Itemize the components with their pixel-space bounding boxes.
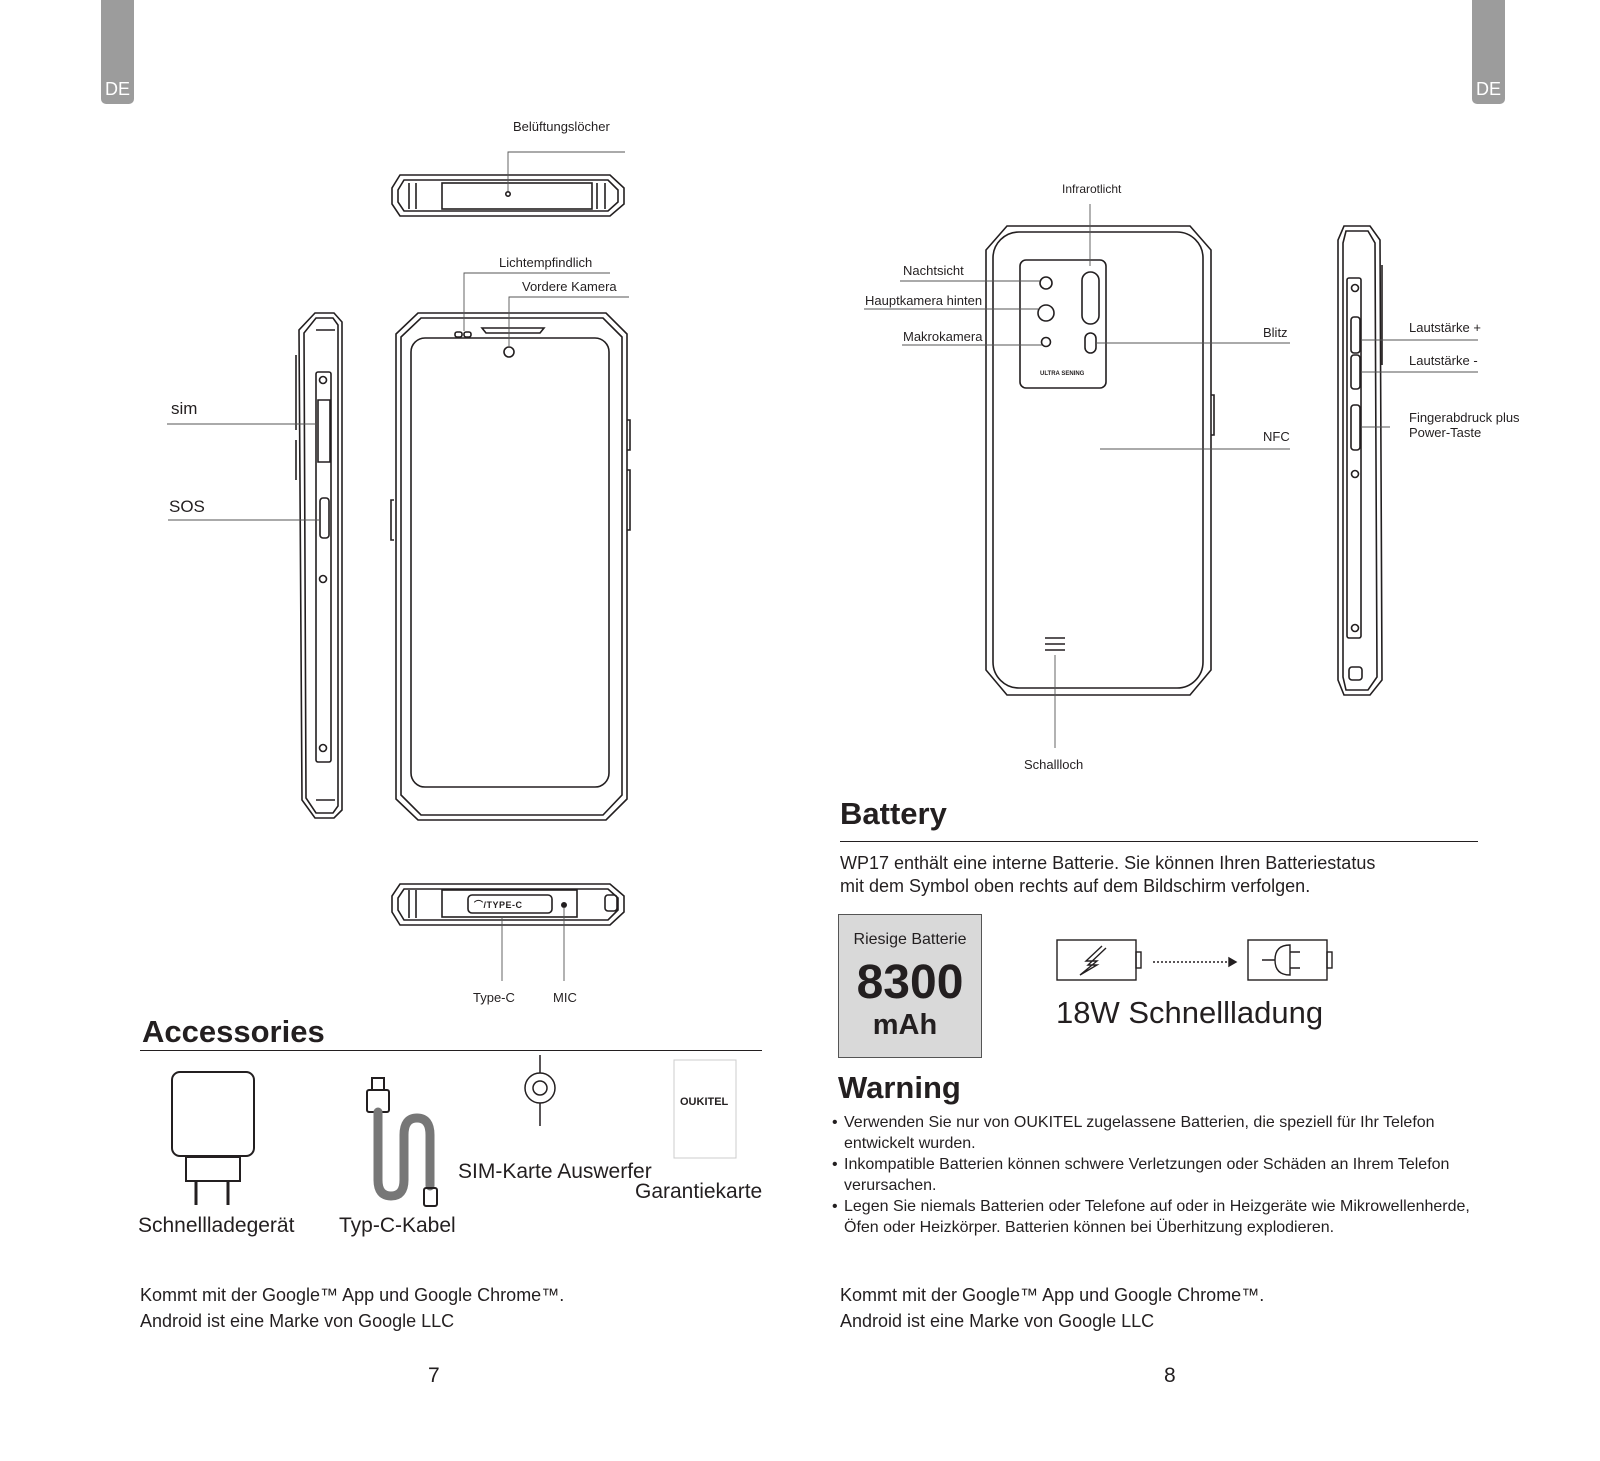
- label-mic: MIC: [553, 990, 577, 1005]
- footer-trademark-7: Kommt mit der Google™ App und Google Chr…: [140, 1284, 564, 1333]
- phone-front-view: [390, 312, 631, 821]
- label-night-vision: Nachtsicht: [903, 263, 964, 278]
- footer-line-1: Kommt mit der Google™ App und Google Chr…: [140, 1285, 565, 1305]
- label-warranty: Garantiekarte: [635, 1180, 763, 1203]
- battery-rule: [840, 841, 1478, 842]
- language-tab-left: DE: [101, 0, 134, 104]
- footer-line-2: Android ist eine Marke von Google LLC: [140, 1311, 455, 1331]
- warning-item: Legen Sie niemals Batterien oder Telefon…: [832, 1196, 1474, 1238]
- label-main-camera: Hauptkamera hinten: [865, 293, 983, 308]
- label-speaker: Schallloch: [1024, 757, 1084, 772]
- plug-icon: [1247, 939, 1333, 981]
- label-charger: Schnellladegerät: [138, 1214, 295, 1237]
- label-flash: Blitz: [1263, 325, 1288, 340]
- callout-lines: [167, 151, 1478, 981]
- battery-text-line-2: mit dem Symbol oben rechts auf dem Bilds…: [840, 876, 1311, 896]
- accessory-illustrations: [171, 1055, 737, 1207]
- charger-illustration: [171, 1071, 255, 1205]
- label-volume-up: Lautstärke +: [1409, 320, 1481, 335]
- label-macro-camera: Makrokamera: [903, 329, 983, 344]
- language-tab-label: DE: [1475, 79, 1501, 99]
- footer-line-2: Android ist eine Marke von Google LLC: [840, 1311, 1155, 1331]
- battery-description: WP17 enthält eine interne Batterie. Sie …: [840, 852, 1375, 898]
- label-sim: sim: [171, 399, 198, 418]
- port-marking: ⌒/TYPE-C: [474, 900, 523, 910]
- camera-module-text: ULTRA SENING: [1040, 371, 1085, 377]
- battery-unit: mAh: [872, 1009, 938, 1041]
- battery-bolt-icon: [1056, 939, 1142, 981]
- cable-illustration: [366, 1077, 438, 1207]
- battery-text-line-1: WP17 enthält eine interne Batterie. Sie …: [840, 853, 1376, 873]
- label-fingerprint-line-2: Power-Taste: [1409, 425, 1482, 440]
- accessories-heading: Accessories: [142, 1014, 325, 1049]
- label-fingerprint: Fingerabdruck plus Power-Taste: [1409, 410, 1520, 440]
- page-number-8: 8: [1164, 1364, 1176, 1387]
- label-sim-ejector: SIM-Karte Auswerfer: [458, 1160, 652, 1183]
- label-sos: SOS: [169, 497, 205, 516]
- label-nfc: NFC: [1263, 429, 1290, 444]
- battery-heading: Battery: [840, 796, 947, 831]
- phone-bottom-view: [391, 883, 625, 926]
- warranty-brand: OUKITEL: [680, 1096, 729, 1108]
- warning-list: Verwenden Sie nur von OUKITEL zugelassen…: [832, 1112, 1474, 1238]
- battery-box-title: Riesige Batterie: [853, 931, 967, 948]
- sim-ejector-illustration: [524, 1055, 556, 1126]
- warning-item: Verwenden Sie nur von OUKITEL zugelassen…: [832, 1112, 1474, 1154]
- label-light-sensor: Lichtempfindlich: [499, 255, 593, 270]
- accessories-rule: [140, 1050, 762, 1051]
- warranty-card-illustration: [673, 1059, 737, 1159]
- warning-item: Inkompatible Batterien können schwere Ve…: [832, 1154, 1474, 1196]
- battery-capacity: 8300: [856, 956, 964, 1009]
- label-fingerprint-line-1: Fingerabdruck plus: [1409, 410, 1520, 425]
- language-tab-label: DE: [104, 79, 130, 99]
- label-type-c: Type-C: [473, 990, 515, 1005]
- language-tab-right: DE: [1472, 0, 1505, 104]
- phone-top-view: [391, 174, 625, 217]
- label-cable: Typ-C-Kabel: [339, 1214, 456, 1237]
- phone-side-view-right: [1337, 225, 1383, 696]
- battery-capacity-box: Riesige Batterie 8300 mAh: [838, 914, 982, 1058]
- page-number-7: 7: [428, 1364, 440, 1387]
- phone-back-view: [985, 225, 1215, 696]
- label-vents: Belüftungslöcher: [513, 119, 610, 134]
- label-front-camera: Vordere Kamera: [522, 279, 617, 294]
- footer-line-1: Kommt mit der Google™ App und Google Chr…: [840, 1285, 1265, 1305]
- label-infrared: Infrarotlicht: [1062, 182, 1122, 196]
- label-volume-down: Lautstärke -: [1409, 353, 1478, 368]
- charge-icons: [1056, 939, 1333, 981]
- phone-side-view-left: [295, 312, 343, 819]
- warning-heading: Warning: [838, 1070, 961, 1105]
- fast-charge-label: 18W Schnellladung: [1056, 995, 1324, 1030]
- footer-trademark-8: Kommt mit der Google™ App und Google Chr…: [840, 1284, 1264, 1333]
